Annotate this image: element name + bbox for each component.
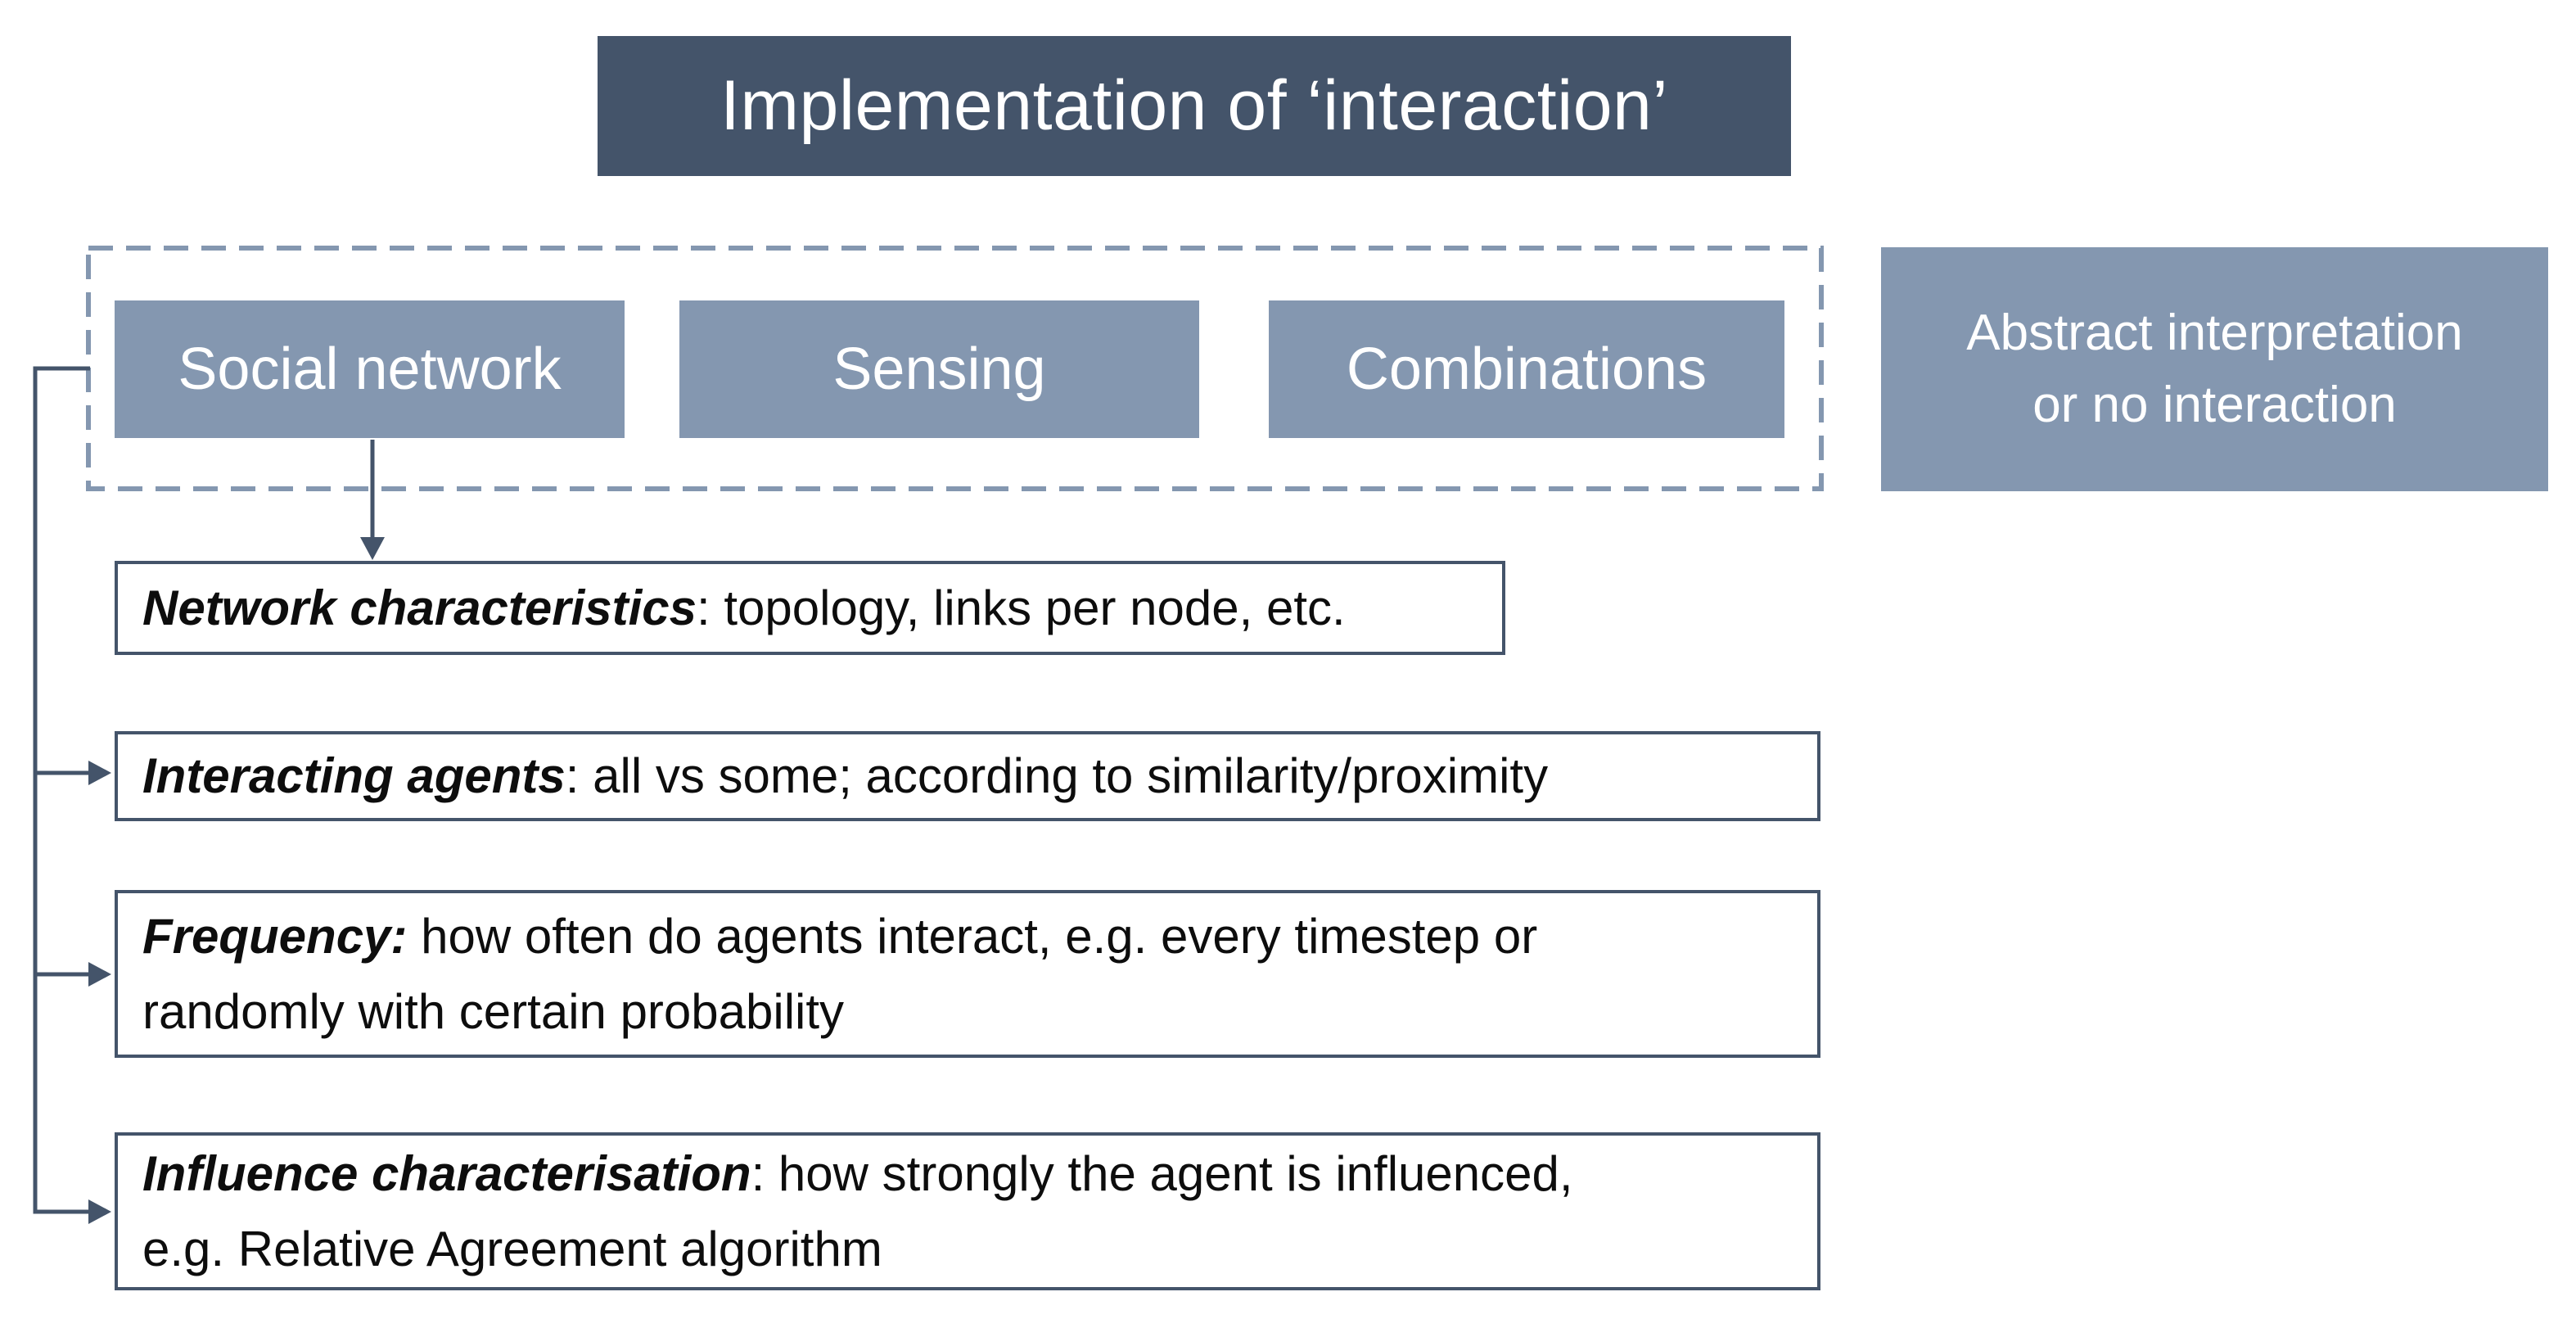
category-label: Combinations (1346, 337, 1708, 402)
detail-rest: : how strongly the agent is influenced, … (142, 1145, 1573, 1276)
category-box-combinations: Combinations (1269, 300, 1784, 438)
connector-trunk (33, 366, 90, 1214)
detail-box-interacting-agents: Interacting agents: all vs some; accordi… (115, 731, 1820, 821)
arrow-social-to-network-characteristics (360, 440, 385, 560)
detail-rest: : all vs some; according to similarity/p… (565, 748, 1549, 803)
category-box-sensing: Sensing (679, 300, 1199, 438)
category-label: Sensing (832, 337, 1046, 402)
arrow-to-interacting-agents (35, 761, 111, 785)
detail-text: Network characteristics: topology, links… (142, 571, 1346, 646)
title-text: Implementation of ‘interaction’ (720, 66, 1668, 145)
detail-rest: : topology, links per node, etc. (697, 580, 1346, 635)
detail-lead: Influence characterisation (142, 1145, 751, 1201)
side-box-line: Abstract interpretation (1966, 305, 2463, 361)
detail-text: Influence characterisation: how strongly… (142, 1136, 1573, 1287)
title-banner: Implementation of ‘interaction’ (598, 36, 1791, 176)
side-box-abstract-interpretation: Abstract interpretation or no interactio… (1881, 247, 2548, 491)
detail-box-network-characteristics: Network characteristics: topology, links… (115, 561, 1505, 655)
arrow-to-frequency (35, 962, 111, 987)
detail-rest: how often do agents interact, e.g. every… (142, 908, 1538, 1039)
detail-lead: Frequency: (142, 908, 408, 964)
detail-text: Interacting agents: all vs some; accordi… (142, 739, 1548, 814)
arrow-to-influence-characterisation (88, 1199, 111, 1224)
category-label: Social network (178, 337, 562, 402)
detail-lead: Interacting agents (142, 748, 566, 803)
detail-lead: Network characteristics (142, 580, 697, 635)
detail-text: Frequency: how often do agents interact,… (142, 899, 1537, 1050)
detail-box-influence-characterisation: Influence characterisation: how strongly… (115, 1132, 1820, 1290)
category-box-social-network: Social network (115, 300, 625, 438)
side-box-line: or no interaction (2032, 377, 2397, 433)
detail-box-frequency: Frequency: how often do agents interact,… (115, 890, 1820, 1058)
